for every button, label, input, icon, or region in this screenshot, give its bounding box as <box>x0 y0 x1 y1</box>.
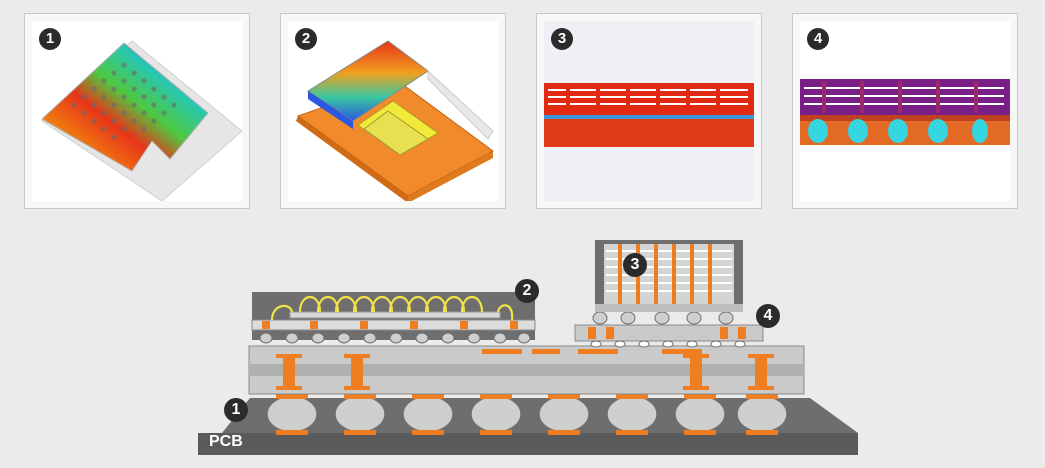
bond-wires <box>270 295 514 321</box>
panel-3-image <box>544 21 754 201</box>
panel-2-image <box>288 21 498 201</box>
callout-3: 3 <box>623 253 647 277</box>
pcb-board <box>198 433 858 455</box>
panel-2-number-badge: 2 <box>295 28 317 50</box>
substrate-core-layer <box>249 364 804 376</box>
callout-2: 2 <box>515 279 539 303</box>
memory-stack-base <box>595 304 743 312</box>
package-cross-section-diagram <box>198 240 858 455</box>
panel-2: 2 <box>280 13 506 209</box>
ball-pads <box>276 394 778 435</box>
interposer-bump-heatmap-graphic <box>800 79 1010 201</box>
panel-4-number-badge: 4 <box>807 28 829 50</box>
substrate-vias <box>276 349 774 390</box>
stacked-die-heatmap-graphic <box>544 83 754 201</box>
interposer-pads <box>588 327 746 339</box>
panel-1: 1 <box>24 13 250 209</box>
left-package-pads <box>262 321 518 329</box>
panel-1-image <box>32 21 242 201</box>
callout-4: 4 <box>756 304 780 328</box>
panel-4-image <box>800 21 1010 201</box>
callout-1: 1 <box>224 398 248 422</box>
substrate-heatmap-graphic <box>41 40 242 201</box>
panel-4: 4 <box>792 13 1018 209</box>
panel-1-number-badge: 1 <box>39 28 61 50</box>
die-stack-heatmap-graphic <box>296 40 494 201</box>
left-die <box>289 311 501 319</box>
solder-ball-row <box>266 395 788 433</box>
left-package-substrate <box>251 319 536 331</box>
panel-3: 3 <box>536 13 762 209</box>
pcb-label: PCB <box>209 433 243 450</box>
memory-stack-layers <box>606 250 732 292</box>
interposer <box>574 324 764 342</box>
interposer-bumps <box>592 311 734 325</box>
interposer-microbumps <box>590 340 746 348</box>
panel-3-number-badge: 3 <box>551 28 573 50</box>
left-package-bumps <box>259 332 531 344</box>
